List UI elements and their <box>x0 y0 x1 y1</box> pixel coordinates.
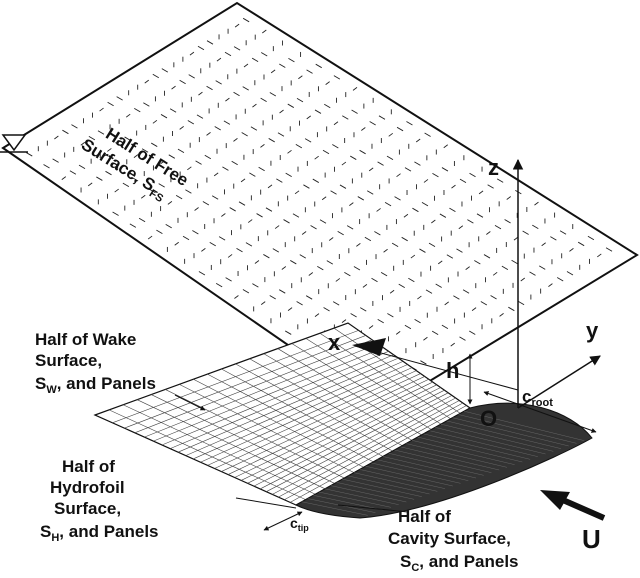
hydrofoil-label-line2: Hydrofoil <box>50 478 125 497</box>
hydrofoil-label-line1: Half of <box>62 457 115 476</box>
flow-arrow <box>540 490 606 521</box>
hydrofoil-label-line3: Surface, <box>54 499 121 518</box>
y-axis-label: y <box>586 318 599 343</box>
c-tip-label: ctip <box>290 515 309 533</box>
wake-label-line3: SW, and Panels <box>35 374 156 396</box>
origin-label: O <box>480 406 497 431</box>
x-axis-label: x <box>328 330 341 355</box>
free-surface <box>1 1 639 412</box>
wake-label-line1: Half of Wake <box>35 330 136 349</box>
c-root-label: croot <box>522 387 553 409</box>
cavity-leader <box>337 504 409 513</box>
wake-label-line2: Surface, <box>35 351 102 370</box>
water-level-icon <box>0 134 28 153</box>
wake-panels <box>108 327 467 503</box>
wake-surface <box>93 322 472 506</box>
cavity-label-line3: SC, and Panels <box>400 552 519 574</box>
cavity-label-line2: Cavity Surface, <box>388 529 511 548</box>
cavity-label-line1: Half of <box>398 507 451 526</box>
x-axis-arrowhead <box>352 338 386 356</box>
c-tip-dimension <box>263 511 303 531</box>
hydrofoil-leader <box>235 497 297 509</box>
hydrofoil-label-line4: SH, and Panels <box>40 522 159 544</box>
flow-velocity-label: U <box>582 524 601 554</box>
x-axis <box>354 345 519 391</box>
depth-label: h <box>446 358 459 383</box>
z-axis-label: z <box>488 155 499 180</box>
c-root-dimension <box>483 391 597 433</box>
wake-leader <box>174 394 206 411</box>
